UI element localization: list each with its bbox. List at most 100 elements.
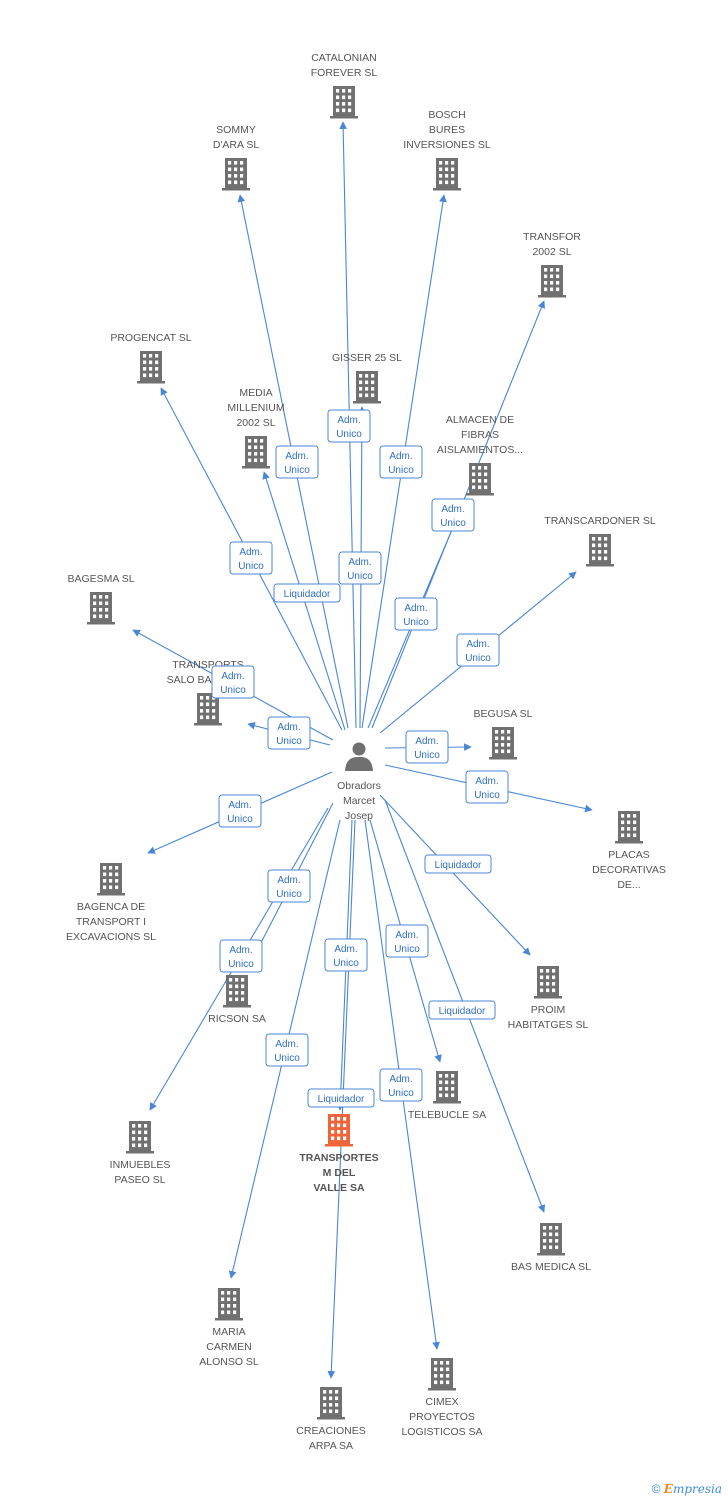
edge-label-placas[interactable]: Adm. Unico bbox=[465, 770, 509, 804]
edge-label-bosch[interactable]: Adm.Unico bbox=[379, 445, 423, 479]
empresia-logo[interactable]: Empresia bbox=[663, 1482, 722, 1496]
edge-label-box bbox=[324, 938, 368, 972]
edge-label-transports_salo[interactable]: Adm. Unico bbox=[267, 716, 311, 750]
company-node-progencat[interactable]: PROGENCAT SL bbox=[110, 332, 192, 384]
edge-label-box bbox=[219, 939, 263, 973]
edge-label-box bbox=[327, 409, 371, 443]
edge-label-text: Adm. bbox=[389, 451, 412, 462]
building-icon bbox=[317, 1387, 345, 1420]
company-label: CREACIONES bbox=[296, 1425, 365, 1437]
company-label: ALMACEN DE bbox=[446, 414, 514, 426]
edge-label-telebucle[interactable]: Adm.Unico bbox=[385, 924, 429, 958]
edge-label-box bbox=[338, 551, 382, 585]
edge-label-transfor[interactable]: Adm.Unico bbox=[431, 498, 475, 532]
building-icon bbox=[137, 351, 165, 384]
edge-label-catalonian[interactable]: Adm.Unico bbox=[327, 409, 371, 443]
edge-label-transcardoner[interactable]: Adm.Unico bbox=[456, 633, 500, 667]
edge-label-begusa[interactable]: Adm.Unico bbox=[405, 730, 449, 764]
edge-label-text: Adm. bbox=[475, 776, 498, 787]
company-label: CATALONIAN bbox=[311, 52, 377, 64]
company-label: PASEO SL bbox=[114, 1174, 165, 1186]
edge-label-text: Unico bbox=[347, 571, 373, 582]
building-icon bbox=[428, 1358, 456, 1391]
company-label: INVERSIONES SL bbox=[403, 139, 491, 151]
edge-label-transportes_m[interactable]: Adm.Unico bbox=[324, 938, 368, 972]
edge-label-creaciones[interactable]: Liquidador bbox=[307, 1088, 375, 1108]
edge-label-text: Liquidador bbox=[318, 1094, 365, 1105]
edge-label-box bbox=[379, 445, 423, 479]
edge-label-inmuebles[interactable]: Adm.Unico bbox=[219, 939, 263, 973]
edge-label-box bbox=[465, 770, 509, 804]
company-node-bas_medica[interactable]: BAS MEDICA SL bbox=[511, 1223, 591, 1273]
building-icon bbox=[215, 1288, 243, 1321]
edge-label-media[interactable]: Liquidador bbox=[273, 583, 341, 603]
company-node-bagesma[interactable]: BAGESMA SL bbox=[67, 573, 135, 625]
edge-label-ricson[interactable]: Adm.Unico bbox=[267, 869, 311, 903]
edge-label-text: Liquidador bbox=[284, 589, 331, 600]
edge-label-proim[interactable]: Liquidador bbox=[424, 854, 492, 874]
edge-label-text: Unico bbox=[394, 944, 420, 955]
edge-label-gisser[interactable]: Adm.Unico bbox=[338, 551, 382, 585]
edge-label-progencat[interactable]: Adm.Unico bbox=[229, 541, 273, 575]
edge-label-text: Adm. bbox=[415, 736, 438, 747]
edge-label-bagesma[interactable]: Adm.Unico bbox=[211, 665, 255, 699]
copyright-symbol: © bbox=[651, 1482, 661, 1496]
company-node-almacen[interactable]: ALMACEN DEFIBRASAISLAMIENTOS... bbox=[437, 414, 523, 496]
company-label: EXCAVACIONS SL bbox=[66, 931, 156, 943]
edge-label-almacen[interactable]: Adm.Unico bbox=[394, 597, 438, 631]
edge-label-bagenca[interactable]: Adm.Unico bbox=[218, 794, 262, 828]
footer-credit: © Empresia bbox=[652, 1482, 722, 1496]
company-node-ricson[interactable]: RICSON SA bbox=[208, 975, 266, 1025]
edge-label-box bbox=[229, 541, 273, 575]
edge-label-text: Unico bbox=[474, 790, 500, 801]
building-icon bbox=[353, 371, 381, 404]
edge-labels-layer: Adm.UnicoAdm.UnicoAdm.UnicoAdm.UnicoAdm.… bbox=[211, 409, 509, 1108]
company-node-telebucle[interactable]: TELEBUCLE SA bbox=[408, 1071, 486, 1121]
edge-label-text: Unico bbox=[276, 736, 302, 747]
building-icon bbox=[466, 463, 494, 496]
edge-label-box bbox=[211, 665, 255, 699]
company-node-placas[interactable]: PLACASDECORATIVASDE... bbox=[592, 811, 666, 891]
company-label: ALONSO SL bbox=[199, 1356, 259, 1368]
edge-label-text: Unico bbox=[276, 889, 302, 900]
company-node-begusa[interactable]: BEGUSA SL bbox=[474, 708, 533, 760]
edge-label-box bbox=[405, 730, 449, 764]
company-label: BURES bbox=[429, 124, 465, 136]
company-label: FIBRAS bbox=[461, 429, 499, 441]
edge-label-sommy[interactable]: Adm.Unico bbox=[275, 445, 319, 479]
edge-label-cimex[interactable]: Adm.Unico bbox=[379, 1068, 423, 1102]
edge-label-bas_medica[interactable]: Liquidador bbox=[428, 1000, 496, 1020]
company-label: FOREVER SL bbox=[311, 67, 378, 79]
building-icon bbox=[330, 86, 358, 119]
edge-label-text: Adm. bbox=[229, 945, 252, 956]
edge-label-text: Unico bbox=[227, 814, 253, 825]
edge-label-box bbox=[273, 583, 341, 603]
company-node-transcardoner[interactable]: TRANSCARDONER SL bbox=[544, 515, 656, 567]
company-node-gisser[interactable]: GISSER 25 SL bbox=[332, 352, 402, 404]
edge-label-box bbox=[428, 1000, 496, 1020]
edge-label-box bbox=[275, 445, 319, 479]
building-icon bbox=[87, 592, 115, 625]
company-label: VALLE SA bbox=[313, 1182, 365, 1194]
edge-label-maria[interactable]: Adm.Unico bbox=[265, 1033, 309, 1067]
company-label: GISSER 25 SL bbox=[332, 352, 402, 364]
edge-label-text: Adm. bbox=[441, 504, 464, 515]
edge-label-text: Adm. bbox=[277, 722, 300, 733]
company-node-catalonian[interactable]: CATALONIAN FOREVER SL bbox=[311, 52, 378, 119]
edge-label-box bbox=[267, 716, 311, 750]
building-icon bbox=[194, 693, 222, 726]
edge-label-text: Unico bbox=[333, 958, 359, 969]
